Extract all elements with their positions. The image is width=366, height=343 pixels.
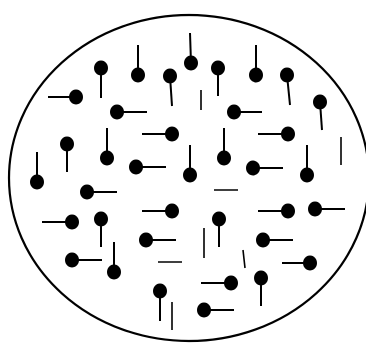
- molecule: [201, 276, 238, 291]
- molecule-head: [211, 61, 225, 76]
- molecule-head: [165, 204, 179, 219]
- molecule: [153, 284, 167, 322]
- molecule: [254, 271, 268, 307]
- molecule-head: [165, 127, 179, 142]
- molecule: [94, 212, 108, 248]
- molecule-head: [224, 276, 238, 291]
- molecule-head: [281, 127, 295, 142]
- molecule-head: [300, 168, 314, 183]
- molecule: [129, 160, 166, 175]
- molecule-head: [313, 95, 327, 110]
- molecule-head: [256, 233, 270, 248]
- molecule-head: [94, 61, 108, 76]
- molecule: [42, 215, 79, 230]
- molecule: [139, 233, 176, 248]
- molecule-head: [94, 212, 108, 227]
- molecule-head: [217, 151, 231, 166]
- molecule-head: [254, 271, 268, 286]
- molecule: [282, 256, 317, 271]
- molecule-head: [129, 160, 143, 175]
- molecule: [308, 202, 345, 217]
- molecule: [246, 161, 283, 176]
- molecule-head: [197, 303, 211, 318]
- molecule: [183, 145, 197, 183]
- molecule: [217, 128, 231, 166]
- molecule-head: [227, 105, 241, 120]
- molecule-head: [139, 233, 153, 248]
- molecule: [48, 90, 83, 105]
- loose-segment: [243, 250, 245, 268]
- molecule-head: [30, 175, 44, 190]
- molecule: [211, 61, 225, 97]
- molecule: [258, 204, 295, 219]
- molecule: [110, 105, 147, 120]
- molecule: [197, 303, 234, 318]
- molecule-head: [249, 68, 263, 83]
- molecule-head: [65, 253, 79, 268]
- molecule: [300, 145, 314, 183]
- molecule: [212, 212, 226, 248]
- molecule-head: [153, 284, 167, 299]
- molecule-head: [303, 256, 317, 271]
- molecule: [94, 61, 108, 99]
- molecule-head: [65, 215, 79, 230]
- molecule: [280, 68, 294, 106]
- molecule-head: [308, 202, 322, 217]
- molecule-head: [280, 68, 294, 83]
- molecule: [30, 152, 44, 190]
- molecule-head: [69, 90, 83, 105]
- molecule-head: [184, 56, 198, 71]
- molecule: [227, 105, 262, 120]
- molecule-head: [60, 137, 74, 152]
- molecule: [131, 45, 145, 83]
- molecule: [100, 128, 114, 166]
- molecule: [249, 45, 263, 83]
- molecule-head: [80, 185, 94, 200]
- molecule-head: [212, 212, 226, 227]
- molecule: [65, 253, 102, 268]
- molecule-head: [110, 105, 124, 120]
- molecule-head: [107, 265, 121, 280]
- molecule-head: [100, 151, 114, 166]
- molecule: [107, 242, 121, 280]
- molecule: [80, 185, 117, 200]
- molecule: [184, 33, 198, 71]
- molecule-head: [163, 69, 177, 84]
- molecule: [258, 127, 295, 142]
- molecule: [256, 233, 293, 248]
- molecule: [60, 137, 74, 173]
- molecule: [142, 127, 179, 142]
- molecule: [163, 69, 177, 107]
- molecule-head: [281, 204, 295, 219]
- molecule-head: [246, 161, 260, 176]
- molecule: [313, 95, 327, 131]
- molecule-head: [183, 168, 197, 183]
- molecule: [142, 204, 179, 219]
- molecule-head: [131, 68, 145, 83]
- molecule-group: [30, 33, 345, 321]
